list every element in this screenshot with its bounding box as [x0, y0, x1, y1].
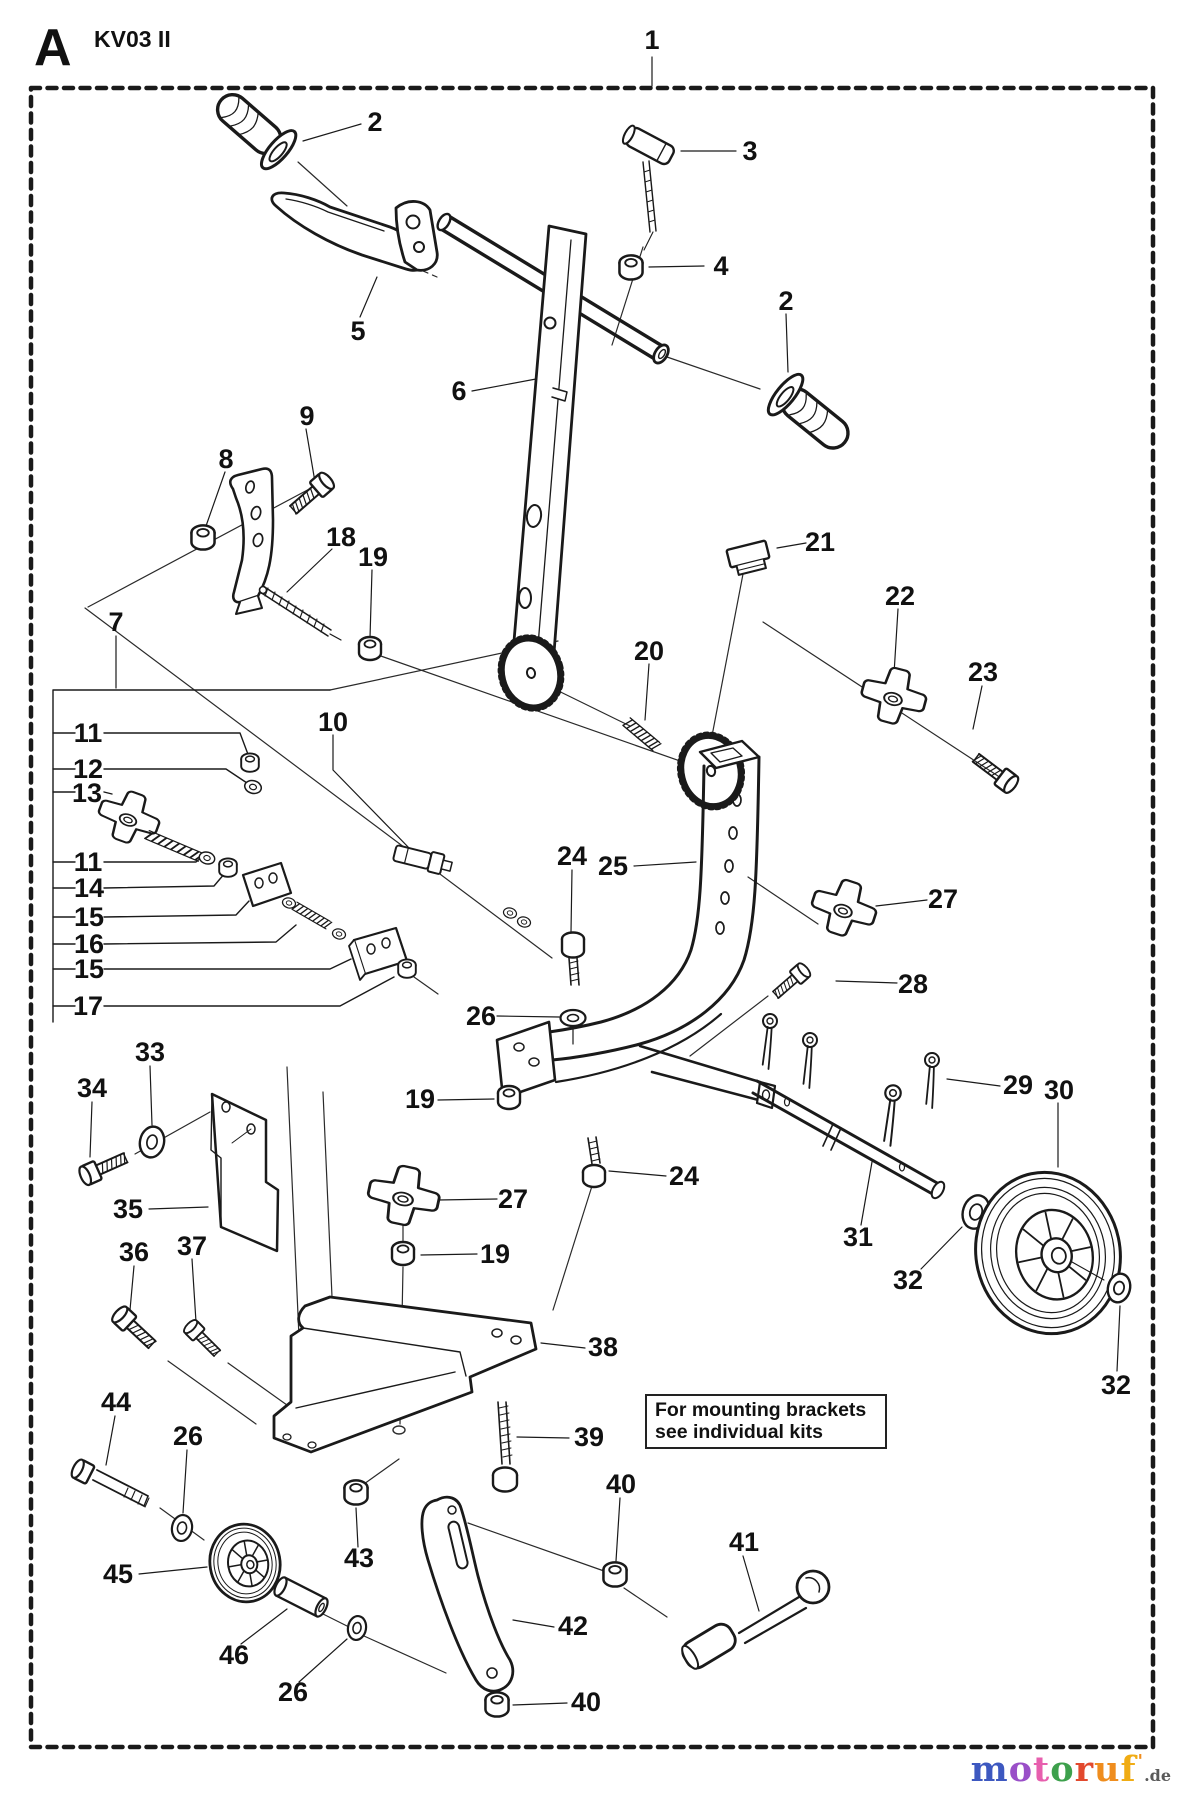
- callout-18: 18: [326, 522, 356, 552]
- callout-24: 24: [669, 1161, 699, 1191]
- watermark-wordmark: motoruf: [971, 1749, 1137, 1790]
- watermark[interactable]: motoruf'.de: [971, 1752, 1171, 1787]
- callout-20: 20: [634, 636, 664, 666]
- callout-15: 15: [74, 954, 104, 984]
- mounting-bracket: [272, 1295, 538, 1493]
- callout-19: 19: [358, 542, 388, 572]
- callout-40: 40: [606, 1469, 636, 1499]
- callout-38: 38: [588, 1332, 618, 1362]
- callout-31: 31: [843, 1222, 873, 1252]
- callout-9: 9: [299, 401, 314, 431]
- t-pin: [621, 124, 675, 251]
- callout-43: 43: [344, 1543, 374, 1573]
- callout-7: 7: [108, 607, 123, 637]
- callout-3: 3: [742, 136, 757, 166]
- callout-1: 1: [644, 25, 659, 55]
- jockey-wheel-group: [70, 1458, 368, 1642]
- callout-27: 27: [928, 884, 958, 914]
- construction-lines: [84, 161, 999, 1695]
- callout-42: 42: [558, 1611, 588, 1641]
- callout-26: 26: [278, 1677, 308, 1707]
- note-box: For mounting brackets see individual kit…: [645, 1394, 887, 1449]
- watermark-letter: t: [1033, 1749, 1051, 1790]
- callout-40: 40: [571, 1687, 601, 1717]
- note-line-2: see individual kits: [655, 1421, 823, 1443]
- watermark-letter: o: [1050, 1749, 1075, 1790]
- callout-24: 24: [557, 841, 587, 871]
- callout-28: 28: [898, 969, 928, 999]
- callout-23: 23: [968, 657, 998, 687]
- callout-2: 2: [367, 107, 382, 137]
- callout-35: 35: [113, 1194, 143, 1224]
- axle-wheel-group: [751, 1012, 1132, 1336]
- note-line-1: For mounting brackets: [655, 1399, 867, 1421]
- callout-16: 16: [74, 929, 104, 959]
- callout-11: 11: [74, 847, 103, 877]
- subassembly-bracket-lines: [52, 689, 395, 1023]
- callout-34: 34: [77, 1073, 107, 1103]
- watermark-letter: f: [1120, 1749, 1137, 1790]
- callout-30: 30: [1044, 1075, 1074, 1105]
- star-knob-lower: [361, 1158, 446, 1233]
- callout-32: 32: [1101, 1370, 1131, 1400]
- callout-6: 6: [451, 376, 466, 406]
- page-section-label: A: [34, 19, 72, 77]
- callout-46: 46: [219, 1640, 249, 1670]
- callout-27: 27: [498, 1184, 528, 1214]
- callout-10: 10: [318, 707, 348, 737]
- watermark-letter: m: [970, 1749, 1009, 1790]
- callout-5: 5: [350, 316, 365, 346]
- upper-right-hardware: [622, 539, 1022, 1003]
- callout-19: 19: [480, 1239, 510, 1269]
- callout-33: 33: [135, 1037, 165, 1067]
- handle-grip-right: [766, 372, 850, 450]
- callout-29: 29: [1003, 1070, 1033, 1100]
- watermark-letter: r: [1074, 1749, 1095, 1790]
- handle-grip-left: [215, 92, 298, 171]
- callout-26: 26: [466, 1001, 496, 1031]
- callout-22: 22: [885, 581, 915, 611]
- callout-15: 15: [74, 902, 104, 932]
- pivot-arm-group: [343, 1479, 831, 1718]
- callout-17: 17: [73, 991, 103, 1021]
- callout-numbers: 1223456789101112131114151615171819202122…: [72, 25, 1131, 1717]
- callout-41: 41: [729, 1527, 759, 1557]
- callout-45: 45: [103, 1559, 133, 1589]
- handlebar-frame: [436, 212, 670, 715]
- curved-frame: [495, 728, 777, 1189]
- callout-39: 39: [574, 1422, 604, 1452]
- model-label: KV03 II: [94, 26, 171, 52]
- diagram-border: [28, 85, 1156, 1750]
- leader-lines: [89, 56, 1121, 1706]
- callout-36: 36: [119, 1237, 149, 1267]
- nut-43: [343, 1479, 369, 1506]
- callout-11: 11: [74, 718, 103, 748]
- callout-12: 12: [73, 754, 103, 784]
- watermark-suffix: .de: [1144, 1766, 1171, 1785]
- nut-4: [618, 254, 644, 281]
- callout-32: 32: [893, 1265, 923, 1295]
- callout-25: 25: [598, 851, 628, 881]
- mount-strap-hardware: [190, 467, 383, 662]
- callout-19: 19: [405, 1084, 435, 1114]
- callout-8: 8: [218, 444, 233, 474]
- callout-37: 37: [177, 1231, 207, 1261]
- callout-21: 21: [805, 527, 835, 557]
- watermark-letter: o: [1008, 1749, 1034, 1790]
- guard-plate-group: [75, 1092, 280, 1361]
- callout-26: 26: [173, 1421, 203, 1451]
- brake-lever: [270, 191, 439, 272]
- nut-19c: [390, 1240, 416, 1267]
- subassembly-parts: [90, 752, 533, 981]
- callout-14: 14: [74, 873, 104, 903]
- callout-4: 4: [713, 251, 728, 281]
- watermark-letter: u: [1094, 1749, 1121, 1790]
- callout-44: 44: [101, 1387, 131, 1417]
- callout-13: 13: [72, 778, 102, 808]
- watermark-tick: ': [1137, 1751, 1145, 1772]
- callout-2: 2: [778, 286, 793, 316]
